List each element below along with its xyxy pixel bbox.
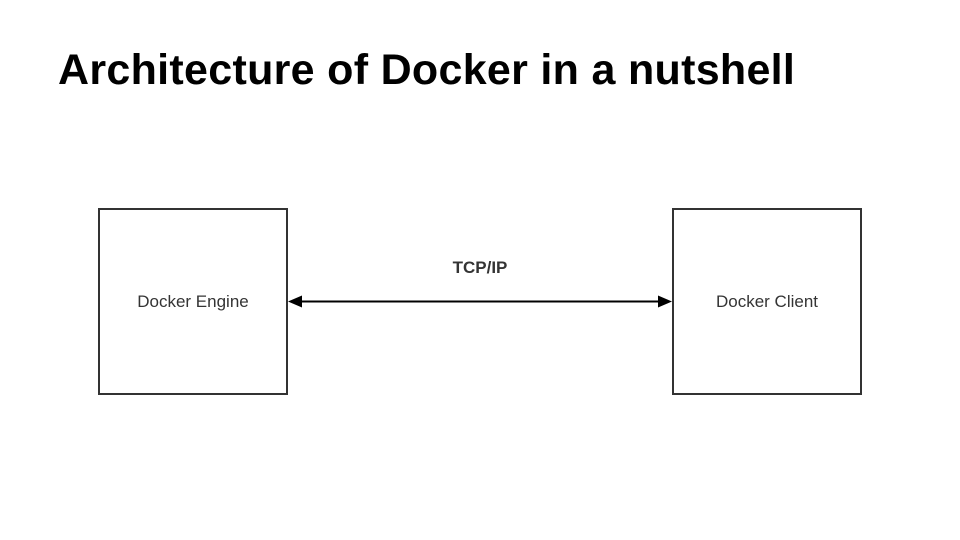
docker-client-node: Docker Client: [672, 208, 862, 395]
docker-engine-label: Docker Engine: [137, 291, 249, 311]
tcpip-edge-label: TCP/IP: [452, 258, 508, 277]
page-title: Architecture of Docker in a nutshell: [58, 46, 796, 94]
docker-engine-node: Docker Engine: [98, 208, 288, 395]
arrowhead-left-icon: [288, 295, 302, 308]
arrowhead-right-icon: [658, 295, 672, 308]
docker-client-label: Docker Client: [715, 291, 819, 311]
bidirectional-arrow: [288, 295, 672, 308]
